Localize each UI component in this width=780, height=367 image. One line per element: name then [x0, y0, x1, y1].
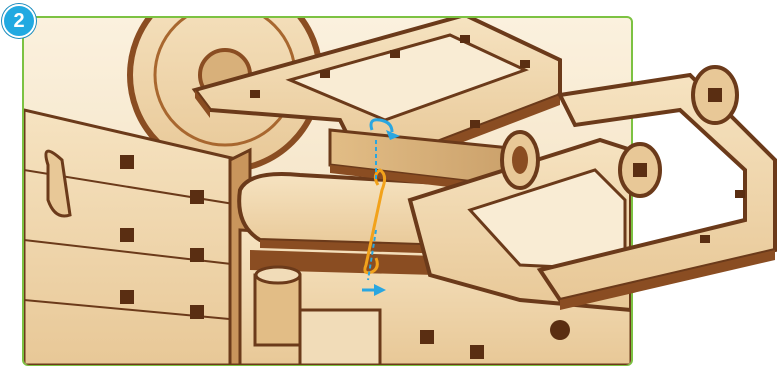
step-number-badge: 2 — [2, 4, 36, 38]
mechanism-body — [24, 0, 631, 365]
